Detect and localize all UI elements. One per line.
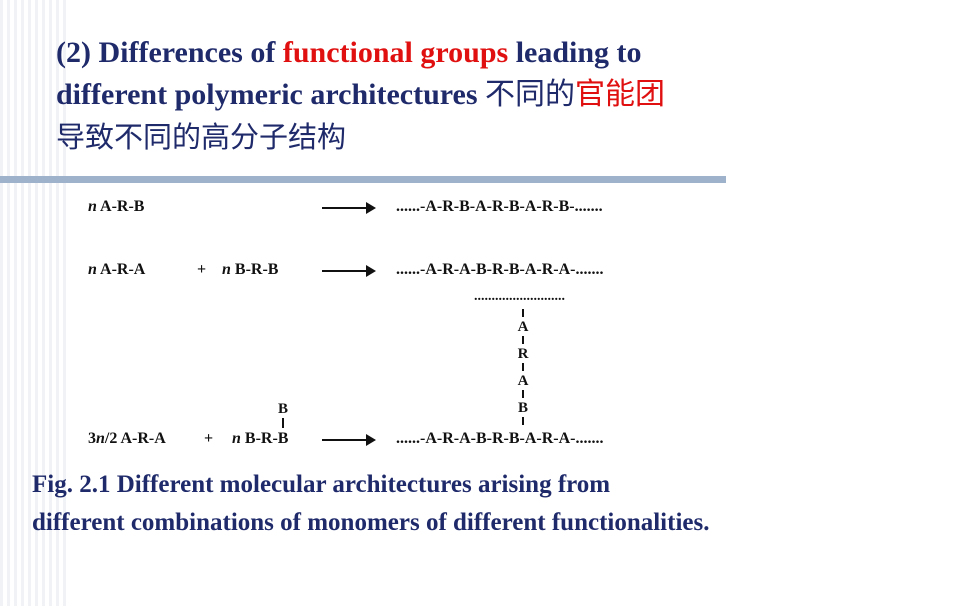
reaction-arrow	[322, 434, 376, 446]
caption-line-2: different combinations of monomers of di…	[32, 509, 710, 536]
coefficient: n	[232, 430, 241, 447]
title-text: different polymeric architectures	[56, 78, 486, 111]
bond-line	[522, 309, 524, 317]
title-line-2: different polymeric architectures 不同的官能团	[56, 74, 936, 116]
caption-line-1: Fig. 2.1 Different molecular architectur…	[32, 471, 611, 498]
plus-sign: +	[204, 430, 214, 447]
bond-line	[522, 363, 524, 371]
monomer-label: A-R-A	[96, 261, 146, 278]
bond-line	[522, 417, 524, 425]
bond-line	[522, 390, 524, 398]
background-texture	[0, 0, 70, 606]
title-cjk-text: 不同的	[485, 77, 576, 112]
bond-line	[522, 336, 524, 344]
monomer-label: A-R-B	[96, 198, 145, 215]
reaction-figure: n A-R-B ......-A-R-B-A-R-B-A-R-B-.......…	[80, 188, 680, 460]
title-highlight: functional groups	[282, 36, 509, 69]
monomer-label: /2 A-R-A	[104, 430, 166, 447]
title-cjk-highlight: 官能团	[575, 77, 666, 112]
branch-dots: ..........................	[474, 289, 565, 304]
coefficient: n	[88, 261, 97, 278]
branch-atom-4: B	[517, 400, 528, 416]
row3-reactant-1: 3n/2 A-R-A	[88, 430, 166, 448]
title-line-3: 导致不同的高分子结构	[56, 120, 347, 154]
row3-reactant-2: n B-R-B	[232, 430, 288, 448]
title-line-1: (2) Differences of functional groups lea…	[56, 32, 936, 74]
coefficient: n	[88, 198, 97, 215]
branch-atom-2: R	[517, 346, 529, 362]
coefficient: n	[222, 261, 231, 278]
coefficient: 3	[88, 430, 96, 447]
branch-group-b: B	[277, 401, 288, 417]
reaction-arrow	[322, 265, 376, 277]
slide-title: (2) Differences of functional groups lea…	[56, 32, 936, 158]
title-divider	[0, 176, 726, 183]
title-text: (2) Differences of	[56, 36, 283, 69]
row1-reactant: n A-R-B	[88, 198, 144, 216]
row1-product: ......-A-R-B-A-R-B-A-R-B-.......	[396, 198, 603, 215]
row2-reactant-1: n A-R-A	[88, 261, 145, 279]
reaction-arrow	[322, 202, 376, 214]
figure-caption: Fig. 2.1 Different molecular architectur…	[32, 466, 952, 542]
plus-sign: +	[197, 261, 207, 278]
row2-product: ......-A-R-A-B-R-B-A-R-A-.......	[396, 261, 604, 278]
branch-atom-1: A	[517, 319, 529, 335]
title-text: leading to	[508, 36, 642, 69]
bond-line	[282, 418, 284, 428]
monomer-label: B-R-B	[230, 261, 279, 278]
monomer-label: B-R-B	[240, 430, 289, 447]
coefficient: n	[96, 430, 105, 447]
row2-reactant-2: n B-R-B	[222, 261, 278, 279]
branch-atom-3: A	[517, 373, 529, 389]
row3-product: ......-A-R-A-B-R-B-A-R-A-.......	[396, 430, 604, 447]
